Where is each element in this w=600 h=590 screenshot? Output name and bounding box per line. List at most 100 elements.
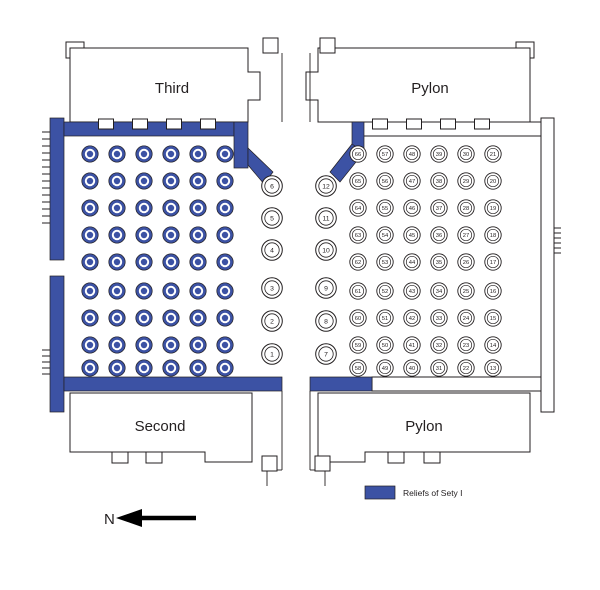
column-47: 47 xyxy=(403,172,421,190)
column-59: 59 xyxy=(349,336,367,354)
south-bottom-wall-blue xyxy=(309,376,373,392)
svg-text:32: 32 xyxy=(436,343,442,349)
column-23: 23 xyxy=(457,336,475,354)
column-27: 27 xyxy=(457,226,475,244)
column-46: 46 xyxy=(403,199,421,217)
column-30: 30 xyxy=(457,145,475,163)
sety-relief-column xyxy=(216,282,234,300)
column-53: 53 xyxy=(376,253,394,271)
column-41: 41 xyxy=(403,336,421,354)
north-bottom-wall xyxy=(63,376,283,392)
svg-text:42: 42 xyxy=(409,316,415,322)
svg-text:45: 45 xyxy=(409,233,415,239)
sety-relief-columns-grid xyxy=(81,145,234,377)
column-14: 14 xyxy=(484,336,502,354)
sety-relief-column xyxy=(135,309,153,327)
sety-relief-column xyxy=(81,336,99,354)
east-wall-outline xyxy=(540,117,555,413)
svg-text:57: 57 xyxy=(382,152,388,158)
west-wall-hatching-upper xyxy=(42,131,50,224)
svg-text:4: 4 xyxy=(270,247,274,254)
column-26: 26 xyxy=(457,253,475,271)
column-20: 20 xyxy=(484,172,502,190)
north-arrow: N xyxy=(104,509,196,528)
west-wall-upper xyxy=(49,117,65,261)
sety-relief-column xyxy=(189,359,207,377)
svg-text:50: 50 xyxy=(382,343,388,349)
column-29: 29 xyxy=(457,172,475,190)
sety-relief-column xyxy=(216,226,234,244)
svg-text:39: 39 xyxy=(436,152,442,158)
north-arrow-head xyxy=(116,509,142,527)
sety-relief-column xyxy=(135,172,153,190)
svg-text:28: 28 xyxy=(463,206,469,212)
sety-relief-column xyxy=(135,199,153,217)
svg-text:46: 46 xyxy=(409,206,415,212)
svg-text:51: 51 xyxy=(382,316,388,322)
svg-text:36: 36 xyxy=(436,233,442,239)
sety-relief-column xyxy=(108,282,126,300)
svg-text:16: 16 xyxy=(490,289,496,295)
column-55: 55 xyxy=(376,199,394,217)
column-25: 25 xyxy=(457,282,475,300)
svg-text:19: 19 xyxy=(490,206,496,212)
great-column-10: 10 xyxy=(315,239,337,261)
sety-relief-column xyxy=(162,253,180,271)
column-48: 48 xyxy=(403,145,421,163)
svg-text:14: 14 xyxy=(490,343,497,349)
svg-text:8: 8 xyxy=(324,318,328,325)
svg-text:22: 22 xyxy=(463,366,469,372)
sety-relief-column xyxy=(108,336,126,354)
svg-text:10: 10 xyxy=(322,247,330,254)
svg-text:65: 65 xyxy=(355,179,361,185)
svg-text:24: 24 xyxy=(463,316,470,322)
sety-relief-column xyxy=(189,172,207,190)
column-17: 17 xyxy=(484,253,502,271)
svg-text:48: 48 xyxy=(409,152,415,158)
sety-relief-column xyxy=(162,336,180,354)
column-22: 22 xyxy=(457,359,475,377)
column-63: 63 xyxy=(349,226,367,244)
sety-relief-column xyxy=(216,199,234,217)
column-13: 13 xyxy=(484,359,502,377)
east-wall-hatching xyxy=(554,227,561,254)
west-wall-hatching-lower xyxy=(42,349,50,375)
svg-text:53: 53 xyxy=(382,260,388,266)
great-column-6: 6 xyxy=(261,175,283,197)
column-36: 36 xyxy=(430,226,448,244)
sety-relief-column xyxy=(108,199,126,217)
column-49: 49 xyxy=(376,359,394,377)
sety-relief-column xyxy=(189,226,207,244)
svg-text:34: 34 xyxy=(436,289,443,295)
column-42: 42 xyxy=(403,309,421,327)
sety-relief-walls xyxy=(49,117,373,413)
column-58: 58 xyxy=(349,359,367,377)
sety-relief-column xyxy=(162,282,180,300)
sety-relief-column xyxy=(135,145,153,163)
svg-text:25: 25 xyxy=(463,289,469,295)
sety-relief-column xyxy=(162,226,180,244)
sety-relief-column xyxy=(81,253,99,271)
third-pylon-right-outline xyxy=(305,37,535,123)
column-57: 57 xyxy=(376,145,394,163)
svg-text:40: 40 xyxy=(409,366,415,372)
legend: Reliefs of Sety I xyxy=(364,485,463,500)
column-33: 33 xyxy=(430,309,448,327)
third-pylon-label: Third xyxy=(155,80,189,97)
sety-relief-column xyxy=(162,309,180,327)
second-pylon-label: Second xyxy=(135,418,186,435)
sety-relief-column xyxy=(135,359,153,377)
svg-text:11: 11 xyxy=(322,215,329,222)
svg-text:31: 31 xyxy=(436,366,442,372)
great-column-1: 1 xyxy=(261,343,283,365)
great-column-4: 4 xyxy=(261,239,283,261)
great-column-7: 7 xyxy=(315,343,337,365)
sety-relief-column xyxy=(108,253,126,271)
sety-relief-column xyxy=(81,145,99,163)
legend-label: Reliefs of Sety I xyxy=(403,488,463,498)
svg-text:37: 37 xyxy=(436,206,442,212)
svg-text:56: 56 xyxy=(382,179,388,185)
column-40: 40 xyxy=(403,359,421,377)
svg-text:38: 38 xyxy=(436,179,442,185)
